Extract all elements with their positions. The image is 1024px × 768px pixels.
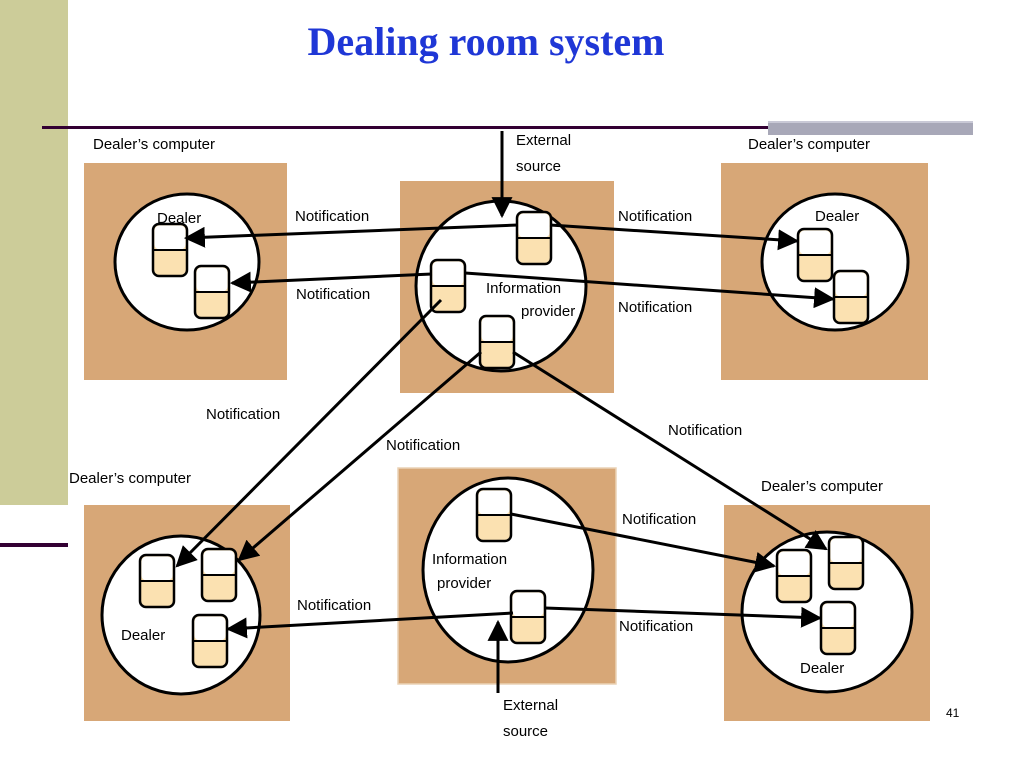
arrow-icon [225,611,514,639]
database-icon [819,600,857,656]
database-icon [193,264,231,320]
notification-label: Notification [296,286,370,303]
information-provider-label: provider [437,575,491,592]
database-icon [200,547,238,603]
database-icon [191,613,229,669]
notification-label: Notification [668,422,742,439]
arrow-icon [510,512,777,573]
external-source-label: External [503,697,558,714]
database-icon [151,222,189,278]
notification-label: Notification [619,618,693,635]
dealer-label: Dealer [815,208,859,225]
external-source-label: source [516,158,561,175]
title-divider [42,126,972,129]
notification-label: Notification [386,437,460,454]
database-icon [832,269,870,325]
notification-label: Notification [618,299,692,316]
dealers-computer-label: Dealer’s computer [69,470,191,487]
database-icon [509,589,547,645]
arrow-icon [175,298,443,568]
external-source-label: External [516,132,571,149]
divider-accent [768,121,973,135]
notification-label: Notification [618,208,692,225]
dealer-label: Dealer [121,627,165,644]
dealers-computer-label: Dealer’s computer [748,136,870,153]
external-source-label: source [503,723,548,740]
arrow-icon [512,350,828,551]
arrow-icon [183,223,519,248]
database-icon [478,314,516,370]
page-number: 41 [946,706,960,720]
information-provider-label: Information [486,280,561,297]
database-icon [827,535,865,591]
arrow-icon [549,223,800,251]
dealer-label: Dealer [800,660,844,677]
sidebar-divider [0,543,68,547]
database-icon [796,227,834,283]
arrow-icon [544,606,823,628]
notification-label: Notification [297,597,371,614]
dealers-computer-label: Dealer’s computer [93,136,215,153]
database-icon [515,210,553,266]
information-provider-label: provider [521,303,575,320]
notification-label: Notification [206,406,280,423]
slide-title: Dealing room system [307,19,665,64]
database-icon [475,487,513,543]
arrow-icon [464,271,836,309]
notification-label: Notification [295,208,369,225]
arrow-icon [237,350,482,562]
dealers-computer-label: Dealer’s computer [761,478,883,495]
slide-sidebar-band [0,0,68,505]
database-icon [775,548,813,604]
information-provider-label: Information [432,551,507,568]
dealer-label: Dealer [157,210,201,227]
database-icon [138,553,176,609]
arrow-icon [229,271,433,293]
notification-label: Notification [622,511,696,528]
